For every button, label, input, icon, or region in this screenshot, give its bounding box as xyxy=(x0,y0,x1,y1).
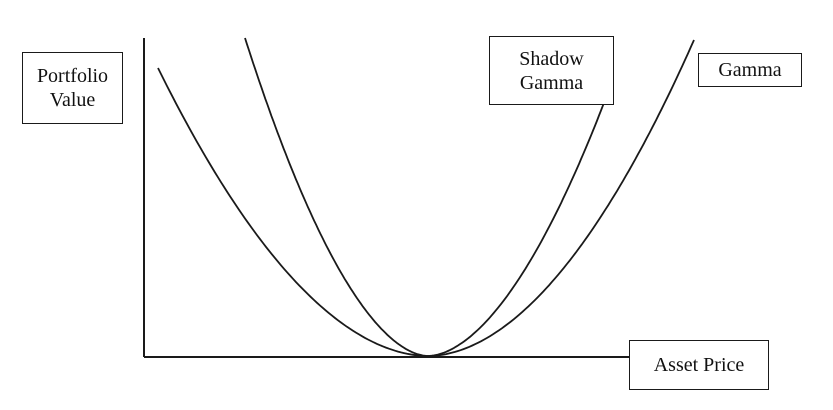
y-axis-label-line-2: Value xyxy=(49,89,96,111)
x-axis-label: Asset Price xyxy=(629,340,769,390)
y-axis-label: Portfolio Value xyxy=(22,52,123,124)
gamma-label: Gamma xyxy=(698,53,802,87)
shadow-gamma-label-line-2: Gamma xyxy=(519,71,584,94)
shadow-gamma-label-line-1: Shadow xyxy=(519,47,584,70)
shadow-gamma-curve xyxy=(244,37,608,357)
x-axis-label-text: Asset Price xyxy=(653,354,745,376)
y-axis-label-line-1: Portfolio xyxy=(36,65,109,87)
shadow-gamma-label: Shadow Gamma xyxy=(489,36,614,105)
gamma-label-text: Gamma xyxy=(718,59,782,81)
